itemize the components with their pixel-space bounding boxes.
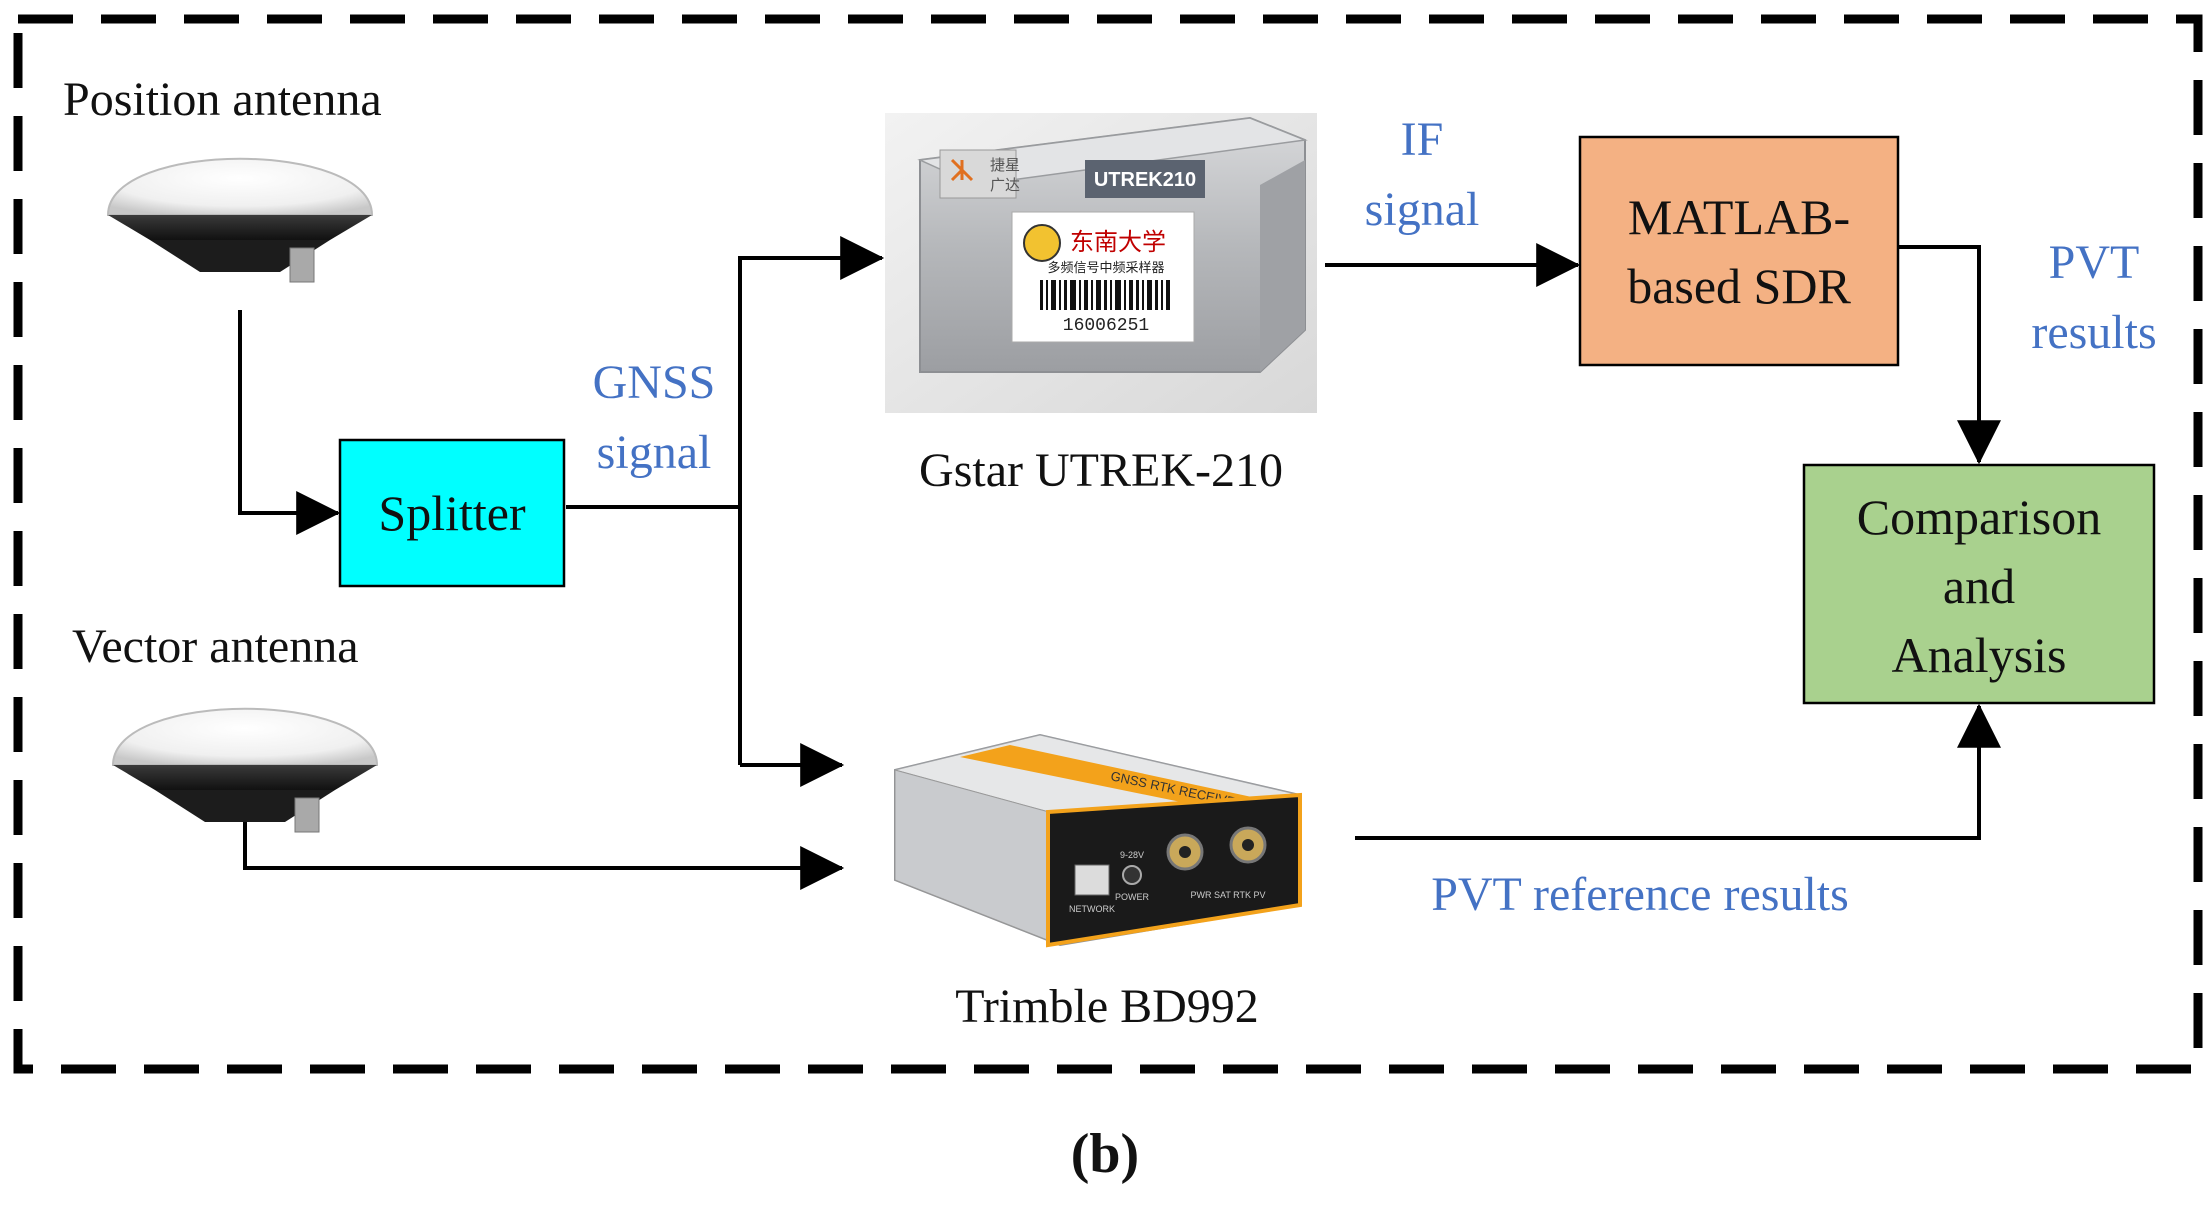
connector-position-antenna-to-splitter bbox=[238, 310, 341, 535]
utrek-sticker-subtitle: 多频信号中频采样器 bbox=[1047, 260, 1164, 276]
sdr-box bbox=[1578, 135, 1900, 367]
pvt-results-label-line2: results bbox=[2031, 306, 2156, 359]
utrek-device-label: UTREK210 bbox=[1094, 169, 1196, 191]
trimble-bd992-device-image: GNSS RTK RECEIVER NETWORK 9-28V POWER PW… bbox=[894, 733, 1302, 948]
bd992-power-label: POWER bbox=[1115, 892, 1150, 902]
dashed-frame bbox=[13, 14, 2203, 1074]
pvt-reference-label: PVT reference results bbox=[1431, 868, 1849, 921]
comparison-box bbox=[1802, 463, 2156, 705]
vector-antenna-icon bbox=[111, 707, 379, 833]
bd992-network-label: NETWORK bbox=[1069, 904, 1115, 914]
comparison-label-line2: and bbox=[1943, 558, 2015, 614]
pvt-results-label-line1: PVT bbox=[2049, 236, 2140, 289]
connector-vector-antenna-to-trimble bbox=[243, 822, 845, 890]
utrek-serial: 16006251 bbox=[1063, 316, 1149, 336]
sdr-label-line2: based SDR bbox=[1627, 258, 1851, 314]
figure-caption: (b) bbox=[1071, 1123, 1139, 1185]
connector-sdr-to-comparison bbox=[1898, 245, 2001, 465]
connector-splitter-to-gstar bbox=[738, 236, 885, 765]
if-signal-label-line1: IF bbox=[1401, 113, 1444, 166]
sdr-label-line1: MATLAB- bbox=[1628, 189, 1850, 245]
gnss-signal-label-line1: GNSS bbox=[593, 356, 716, 409]
utrek-logo-top: 捷星 bbox=[990, 156, 1020, 174]
utrek-barcode bbox=[1040, 280, 1170, 310]
bd992-dc-label: 9-28V bbox=[1120, 850, 1144, 860]
comparison-label-line1: Comparison bbox=[1857, 489, 2101, 545]
utrek-logo-bottom: 广达 bbox=[990, 176, 1020, 194]
position-antenna-icon bbox=[106, 157, 374, 283]
utrek-sticker-title: 东南大学 bbox=[1070, 228, 1166, 256]
if-signal-label-line2: signal bbox=[1365, 183, 1480, 236]
comparison-label-line3: Analysis bbox=[1892, 627, 2067, 683]
splitter-label: Splitter bbox=[378, 485, 526, 541]
gstar-device-label: Gstar UTREK-210 bbox=[919, 444, 1283, 497]
position-antenna-label: Position antenna bbox=[63, 73, 382, 126]
connector-trimble-to-comparison bbox=[1355, 703, 2001, 840]
splitter-box bbox=[338, 438, 566, 588]
vector-antenna-label: Vector antenna bbox=[72, 620, 359, 673]
gstar-utrek-device-image: 捷星 广达 UTREK210 东南大学 多频信号中频采样器 16006251 bbox=[885, 113, 1317, 413]
bd992-led-labels: PWR SAT RTK PV bbox=[1190, 890, 1265, 900]
trimble-device-label: Trimble BD992 bbox=[955, 980, 1259, 1033]
gnss-signal-label-line2: signal bbox=[597, 426, 712, 479]
